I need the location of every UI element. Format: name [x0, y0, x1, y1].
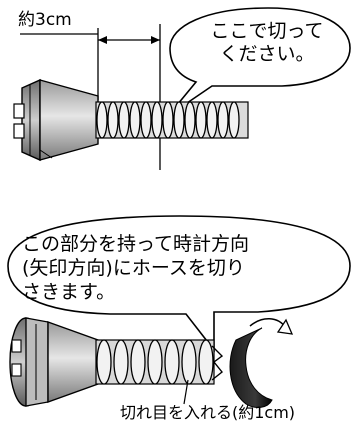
speech-bubble-top [167, 7, 351, 117]
cut-note-label: 切れ目を入れる(約1cm) [120, 403, 296, 422]
bubble-top-text: ここで切って ください。 [192, 20, 342, 66]
bubble-bottom-line-2: (矢印方向)にホースを切り [22, 257, 245, 279]
hose-ring [129, 101, 141, 139]
cut-indicator-line [183, 379, 189, 405]
bubble-bottom-line-3: さきます。 [22, 281, 116, 303]
bubble-bottom-text: この部分を持って時計方向 (矢印方向)にホースを切り さきます。 [22, 232, 342, 304]
hose-ring [118, 101, 130, 139]
hose-ring [162, 101, 174, 139]
rotation-arrow [229, 318, 294, 408]
top-figure [13, 7, 351, 170]
bubble-bottom-line-1: この部分を持って時計方向 [22, 233, 250, 255]
hose-nozzle-top [13, 78, 99, 162]
hose-ring [147, 339, 163, 385]
hose-ring [113, 339, 129, 385]
bottom-figure [7, 215, 351, 408]
measurement-dimension [20, 24, 161, 170]
hose-ring [140, 101, 152, 139]
hose-ring [151, 101, 163, 139]
hose-ring [195, 101, 207, 139]
hose-ring [164, 339, 180, 385]
hose-ring [184, 101, 196, 139]
hose-nozzle-bottom [9, 317, 99, 407]
bubble-top-line-1: ここで切って [210, 20, 324, 42]
hose-ring [96, 339, 112, 385]
hose-ring [217, 101, 229, 139]
hose-ring [107, 101, 119, 139]
corrugated-hose-top [95, 101, 249, 139]
corrugated-hose-bottom [95, 339, 224, 385]
bubble-top-line-2: ください。 [219, 43, 315, 65]
hose-ring [198, 339, 214, 385]
hose-ring [181, 339, 197, 385]
hose-ring [206, 101, 218, 139]
hose-ring [130, 339, 146, 385]
hose-ring [173, 101, 185, 139]
hose-ring [96, 101, 108, 139]
hose-ring [228, 101, 240, 139]
measurement-label: 約3cm [18, 10, 72, 30]
